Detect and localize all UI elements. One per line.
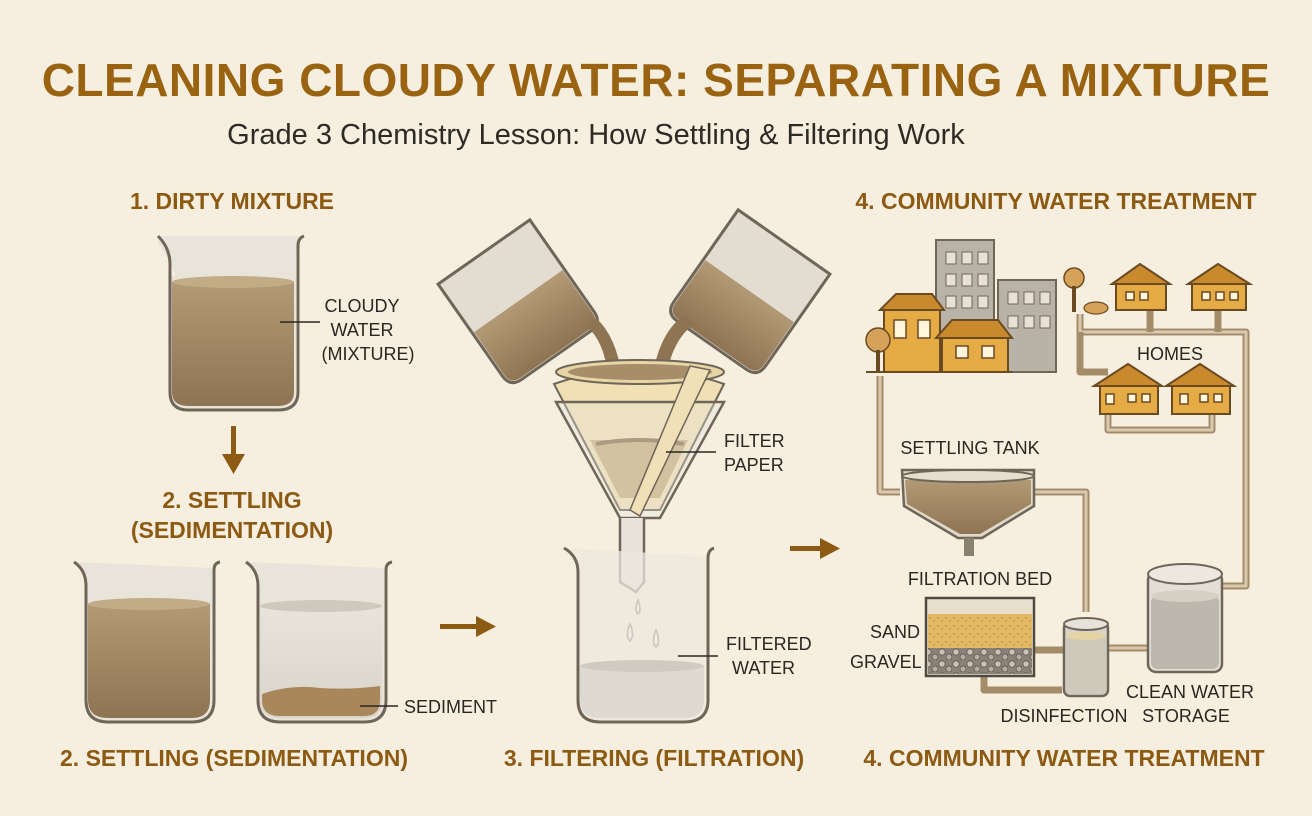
label-filter-paper-2: PAPER [724, 455, 784, 475]
pouring-beaker-right [669, 207, 833, 375]
step-settling-line2: (SEDIMENTATION) [131, 517, 333, 543]
right-arrow-icon [790, 538, 840, 559]
clean-water-storage-tank [1146, 563, 1224, 674]
page-subtitle: Grade 3 Chemistry Lesson: How Settling &… [227, 119, 965, 151]
town-buildings [865, 239, 1109, 373]
step-community-top: 4. COMMUNITY WATER TREATMENT [855, 188, 1256, 214]
label-disinfection: DISINFECTION [1000, 706, 1127, 726]
label-cloudy-2: WATER [331, 320, 394, 340]
label-sediment: SEDIMENT [404, 697, 497, 717]
cloudy-water-beaker [156, 234, 305, 412]
label-cloudy-3: (MIXTURE) [322, 344, 415, 364]
home-icon [1184, 262, 1254, 311]
label-settling-tank: SETTLING TANK [900, 438, 1039, 458]
homes-group [1090, 262, 1254, 415]
step-settling-line1: 2. SETTLING [162, 487, 301, 513]
label-homes: HOMES [1137, 344, 1203, 364]
label-filtered-2: WATER [732, 658, 795, 678]
label-filtration-bed: FILTRATION BED [908, 569, 1052, 589]
label-clean-1: CLEAN WATER [1126, 682, 1254, 702]
water-pipes [876, 310, 1250, 694]
step-settling-bottom: 2. SETTLING (SEDIMENTATION) [60, 745, 408, 771]
home-icon [1162, 362, 1238, 415]
label-filtered-1: FILTERED [726, 634, 812, 654]
settled-beaker [245, 560, 393, 724]
home-icon [1090, 362, 1166, 415]
down-arrow-icon [222, 426, 245, 474]
step-filtering: 3. FILTERING (FILTRATION) [504, 745, 804, 771]
label-clean-2: STORAGE [1142, 706, 1230, 726]
filtration-bed [924, 596, 1036, 678]
pouring-beaker-left [435, 217, 599, 385]
page-title: CLEANING CLOUDY WATER: SEPARATING A MIXT… [42, 54, 1271, 106]
disinfection-tank [1062, 617, 1110, 698]
step-dirty-mixture: 1. DIRTY MIXTURE [130, 188, 334, 214]
filter-funnel [552, 359, 727, 594]
step-community-bottom: 4. COMMUNITY WATER TREATMENT [863, 745, 1264, 771]
settling-tank [900, 468, 1036, 556]
label-sand: SAND [870, 622, 920, 642]
label-cloudy-1: CLOUDY [324, 296, 399, 316]
muddy-settling-beaker [73, 560, 221, 724]
label-gravel: GRAVEL [850, 652, 922, 672]
home-icon [1108, 262, 1174, 311]
label-filter-paper-1: FILTER [724, 431, 785, 451]
filtered-water-beaker [563, 546, 715, 724]
right-arrow-icon [440, 616, 496, 637]
